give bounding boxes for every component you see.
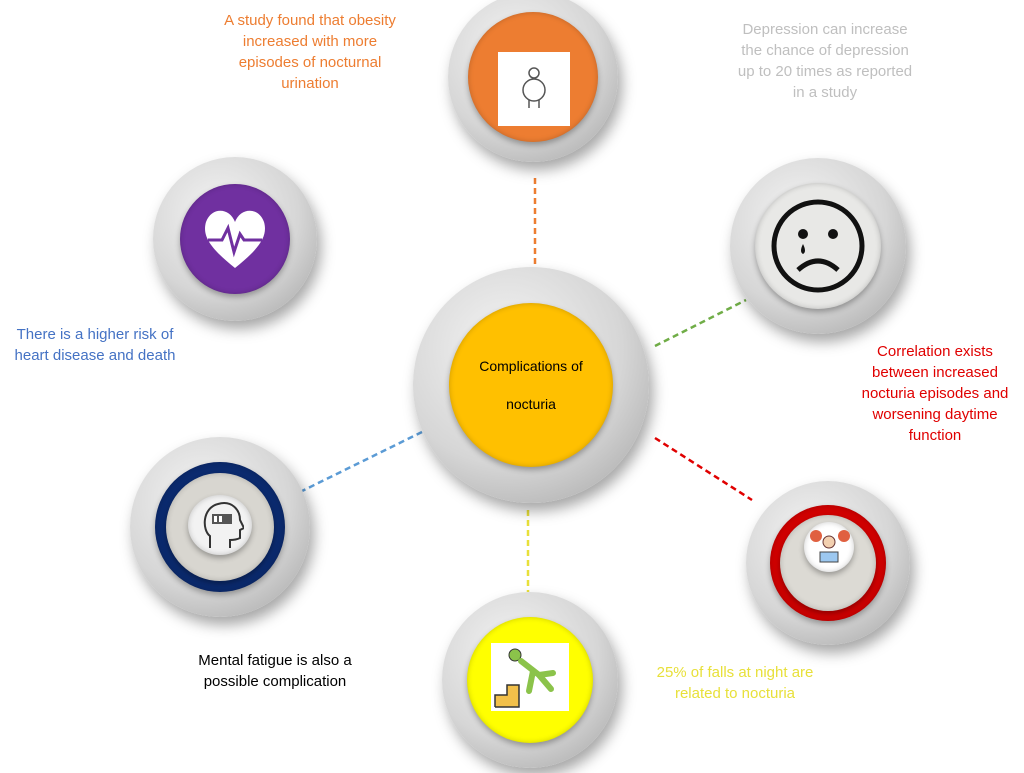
obese-person-icon — [522, 67, 546, 108]
falls-text: 25% of falls at night are related to noc… — [656, 664, 814, 702]
falling-stairs-icon — [494, 648, 556, 708]
tired-worker-icon — [810, 530, 850, 563]
center-title-line1: Complications of — [479, 358, 583, 374]
fatigue-text: Mental fatigue is also a possible compli… — [198, 652, 352, 690]
connector-daytime — [654, 436, 753, 502]
low-battery-head-icon — [203, 502, 244, 548]
connector-fatigue — [299, 430, 423, 494]
connector-depression — [654, 298, 747, 348]
heart-text: There is a higher risk of heart disease … — [14, 326, 176, 364]
obesity-text: A study found that obesity increased wit… — [224, 12, 396, 92]
heart-pulse-icon — [205, 210, 265, 268]
daytime-text: Correlation exists between increased noc… — [861, 343, 1009, 444]
center-title-line2: nocturia — [506, 396, 556, 412]
center-core — [449, 303, 613, 467]
sad-face-icon — [771, 199, 865, 293]
depression-text: Depression can increase the chance of de… — [737, 21, 913, 101]
